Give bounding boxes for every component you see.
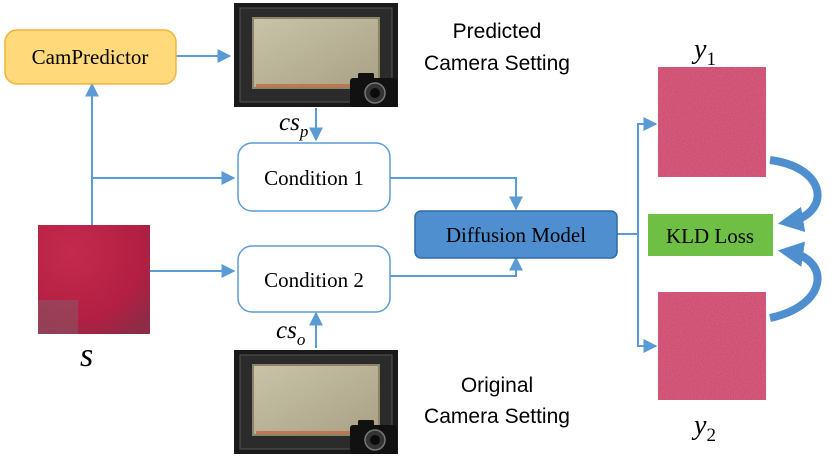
kld-label: KLD Loss <box>666 224 754 248</box>
cs-o-sub: o <box>297 330 306 349</box>
y2-sub: 2 <box>706 425 716 446</box>
output-image-y1 <box>658 67 766 177</box>
original-caption-line1: Original <box>461 374 533 397</box>
condition1-box <box>237 142 391 212</box>
arrow-split-to-y2 <box>637 234 658 353</box>
connectors <box>85 49 658 353</box>
campredictor-node: CamPredictor <box>4 29 177 85</box>
arrow-split-to-y1 <box>637 117 658 234</box>
y1-main: y <box>691 34 707 65</box>
output-image-y2 <box>658 292 766 400</box>
campredictor-label: CamPredictor <box>32 45 149 69</box>
condition2-box <box>237 245 391 313</box>
diffusion-box <box>414 210 618 259</box>
cs-o-label: cso <box>276 317 305 349</box>
cs-p-label: csp <box>279 109 308 141</box>
camera-icon <box>350 73 397 107</box>
cs-p-sub: p <box>299 122 309 141</box>
camera-icon <box>350 420 397 454</box>
arrow-condition1-to-diffusion <box>390 177 523 211</box>
original-camera-image <box>234 350 398 454</box>
input-swatch <box>38 225 150 334</box>
diffusion-label: Diffusion Model <box>446 223 586 247</box>
condition2-node: Condition 2 <box>237 245 391 313</box>
cs-p-main: cs <box>279 109 300 136</box>
y2-label: y2 <box>691 410 716 446</box>
diffusion-node: Diffusion Model <box>414 210 618 259</box>
y1-sub: 1 <box>706 49 716 70</box>
y1-label: y1 <box>691 34 716 70</box>
predicted-camera-image <box>234 3 398 107</box>
kld-box <box>648 214 773 256</box>
predicted-caption-line1: Predicted <box>453 20 542 43</box>
arrow-condition2-to-diffusion <box>390 256 523 277</box>
s-label: s <box>80 337 93 374</box>
condition1-node: Condition 1 <box>237 142 391 212</box>
condition1-label: Condition 1 <box>264 166 364 190</box>
original-caption-line2: Camera Setting <box>424 405 570 428</box>
kld-node: KLD Loss <box>648 214 773 256</box>
curved-arrow-y1-to-kld <box>769 156 822 233</box>
y2-main: y <box>691 410 707 441</box>
curved-arrow-y2-to-kld <box>769 241 822 322</box>
condition2-label: Condition 2 <box>264 268 364 292</box>
cs-o-main: cs <box>276 317 297 344</box>
campredictor-box <box>4 29 177 85</box>
predicted-caption-line2: Camera Setting <box>424 52 570 75</box>
